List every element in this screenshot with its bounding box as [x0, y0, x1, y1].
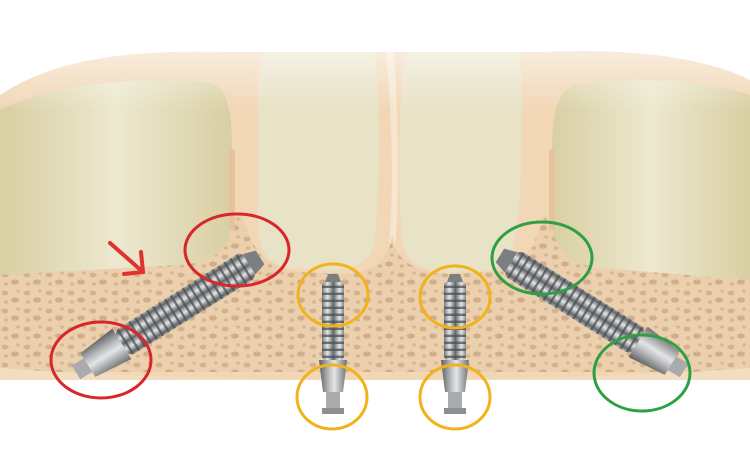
- implant-tilted-left: [71, 250, 265, 380]
- implant-thread-body: [505, 251, 644, 353]
- implant-abutment: [80, 328, 132, 377]
- implant-thread-body: [444, 282, 466, 360]
- green-marker-neck: [592, 333, 692, 413]
- yellow-marker-neck-left: [295, 363, 369, 431]
- cancellous-bone: [0, 210, 750, 372]
- yellow-marker-apex-right: [418, 264, 492, 330]
- implant-straight-center-right: [441, 274, 469, 414]
- implant-straight-center-left: [319, 274, 347, 414]
- red-marker-apex: [183, 212, 291, 288]
- marker-group-green: [490, 220, 692, 413]
- yellow-marker-neck-right: [418, 363, 492, 431]
- implant-abutment: [441, 360, 469, 392]
- right-sinus-cavity: [552, 80, 750, 282]
- green-marker-apex: [490, 220, 594, 296]
- marker-group-yellow: [295, 262, 492, 431]
- top-fade: [0, 0, 750, 110]
- arrow-down-right-icon: [108, 241, 146, 276]
- red-marker-neck: [49, 320, 153, 400]
- implant-tilted-right: [495, 248, 689, 378]
- yellow-marker-apex-left: [296, 262, 370, 328]
- implant-thread-body: [116, 253, 255, 355]
- left-sinus-cavity: [0, 80, 232, 281]
- implant-thread-body: [322, 282, 344, 360]
- implant-abutment: [319, 360, 347, 392]
- implant-abutment: [628, 326, 680, 375]
- marker-group-red: [49, 212, 291, 400]
